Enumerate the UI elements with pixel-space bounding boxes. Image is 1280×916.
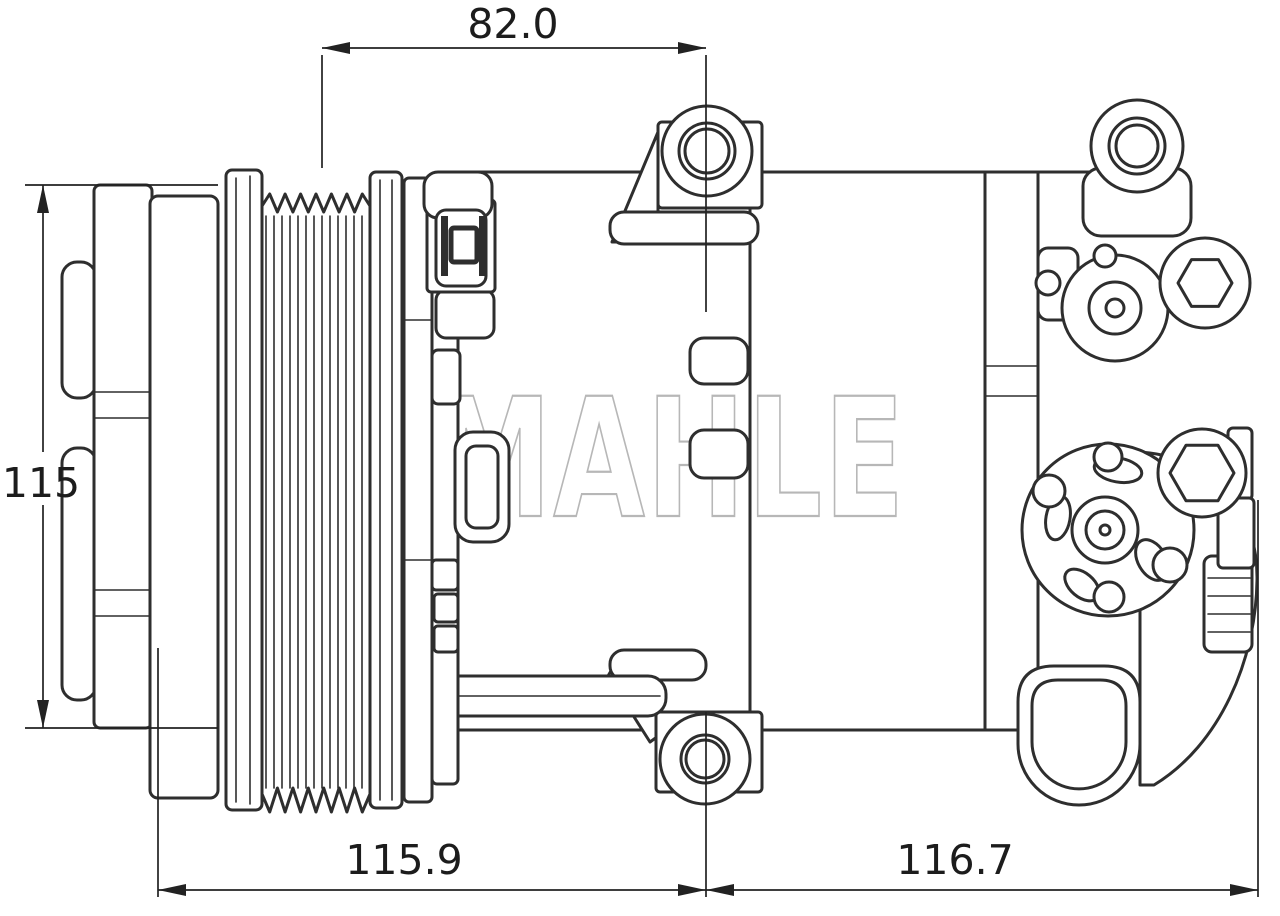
body-tab-lower	[688, 428, 750, 480]
body-tab-upper	[688, 336, 750, 386]
dimension-left: 115	[2, 184, 218, 729]
rear-foot	[1016, 664, 1142, 807]
dimension-bottom-left: 115.9	[157, 648, 707, 897]
rear-head-group	[1016, 98, 1259, 807]
connector-group	[422, 170, 497, 340]
dimension-left-value: 115	[2, 459, 80, 507]
dimension-top: 82.0	[321, 0, 707, 312]
upper-hex-boss	[1034, 236, 1252, 363]
connector-pin-window	[448, 225, 480, 265]
dimension-bottom-right-value: 116.7	[896, 836, 1013, 884]
dimension-bottom-right: 116.7	[706, 500, 1259, 897]
pulley-group	[224, 168, 404, 814]
rear-port	[1202, 554, 1254, 654]
body-details	[688, 170, 1094, 732]
dimension-top-value: 82.0	[467, 0, 558, 48]
connector-contact-left	[441, 216, 448, 276]
lower-hex-boss	[1020, 427, 1248, 618]
connector-contact-right	[479, 216, 486, 276]
dimension-bottom-left-value: 115.9	[345, 836, 462, 884]
watermark-text: MAHLE	[434, 363, 906, 555]
rear-mounting-lug	[1081, 98, 1193, 238]
clutch-plate-group	[60, 183, 220, 800]
front-housing-group	[402, 176, 511, 804]
top-mounting-lug	[608, 104, 764, 246]
